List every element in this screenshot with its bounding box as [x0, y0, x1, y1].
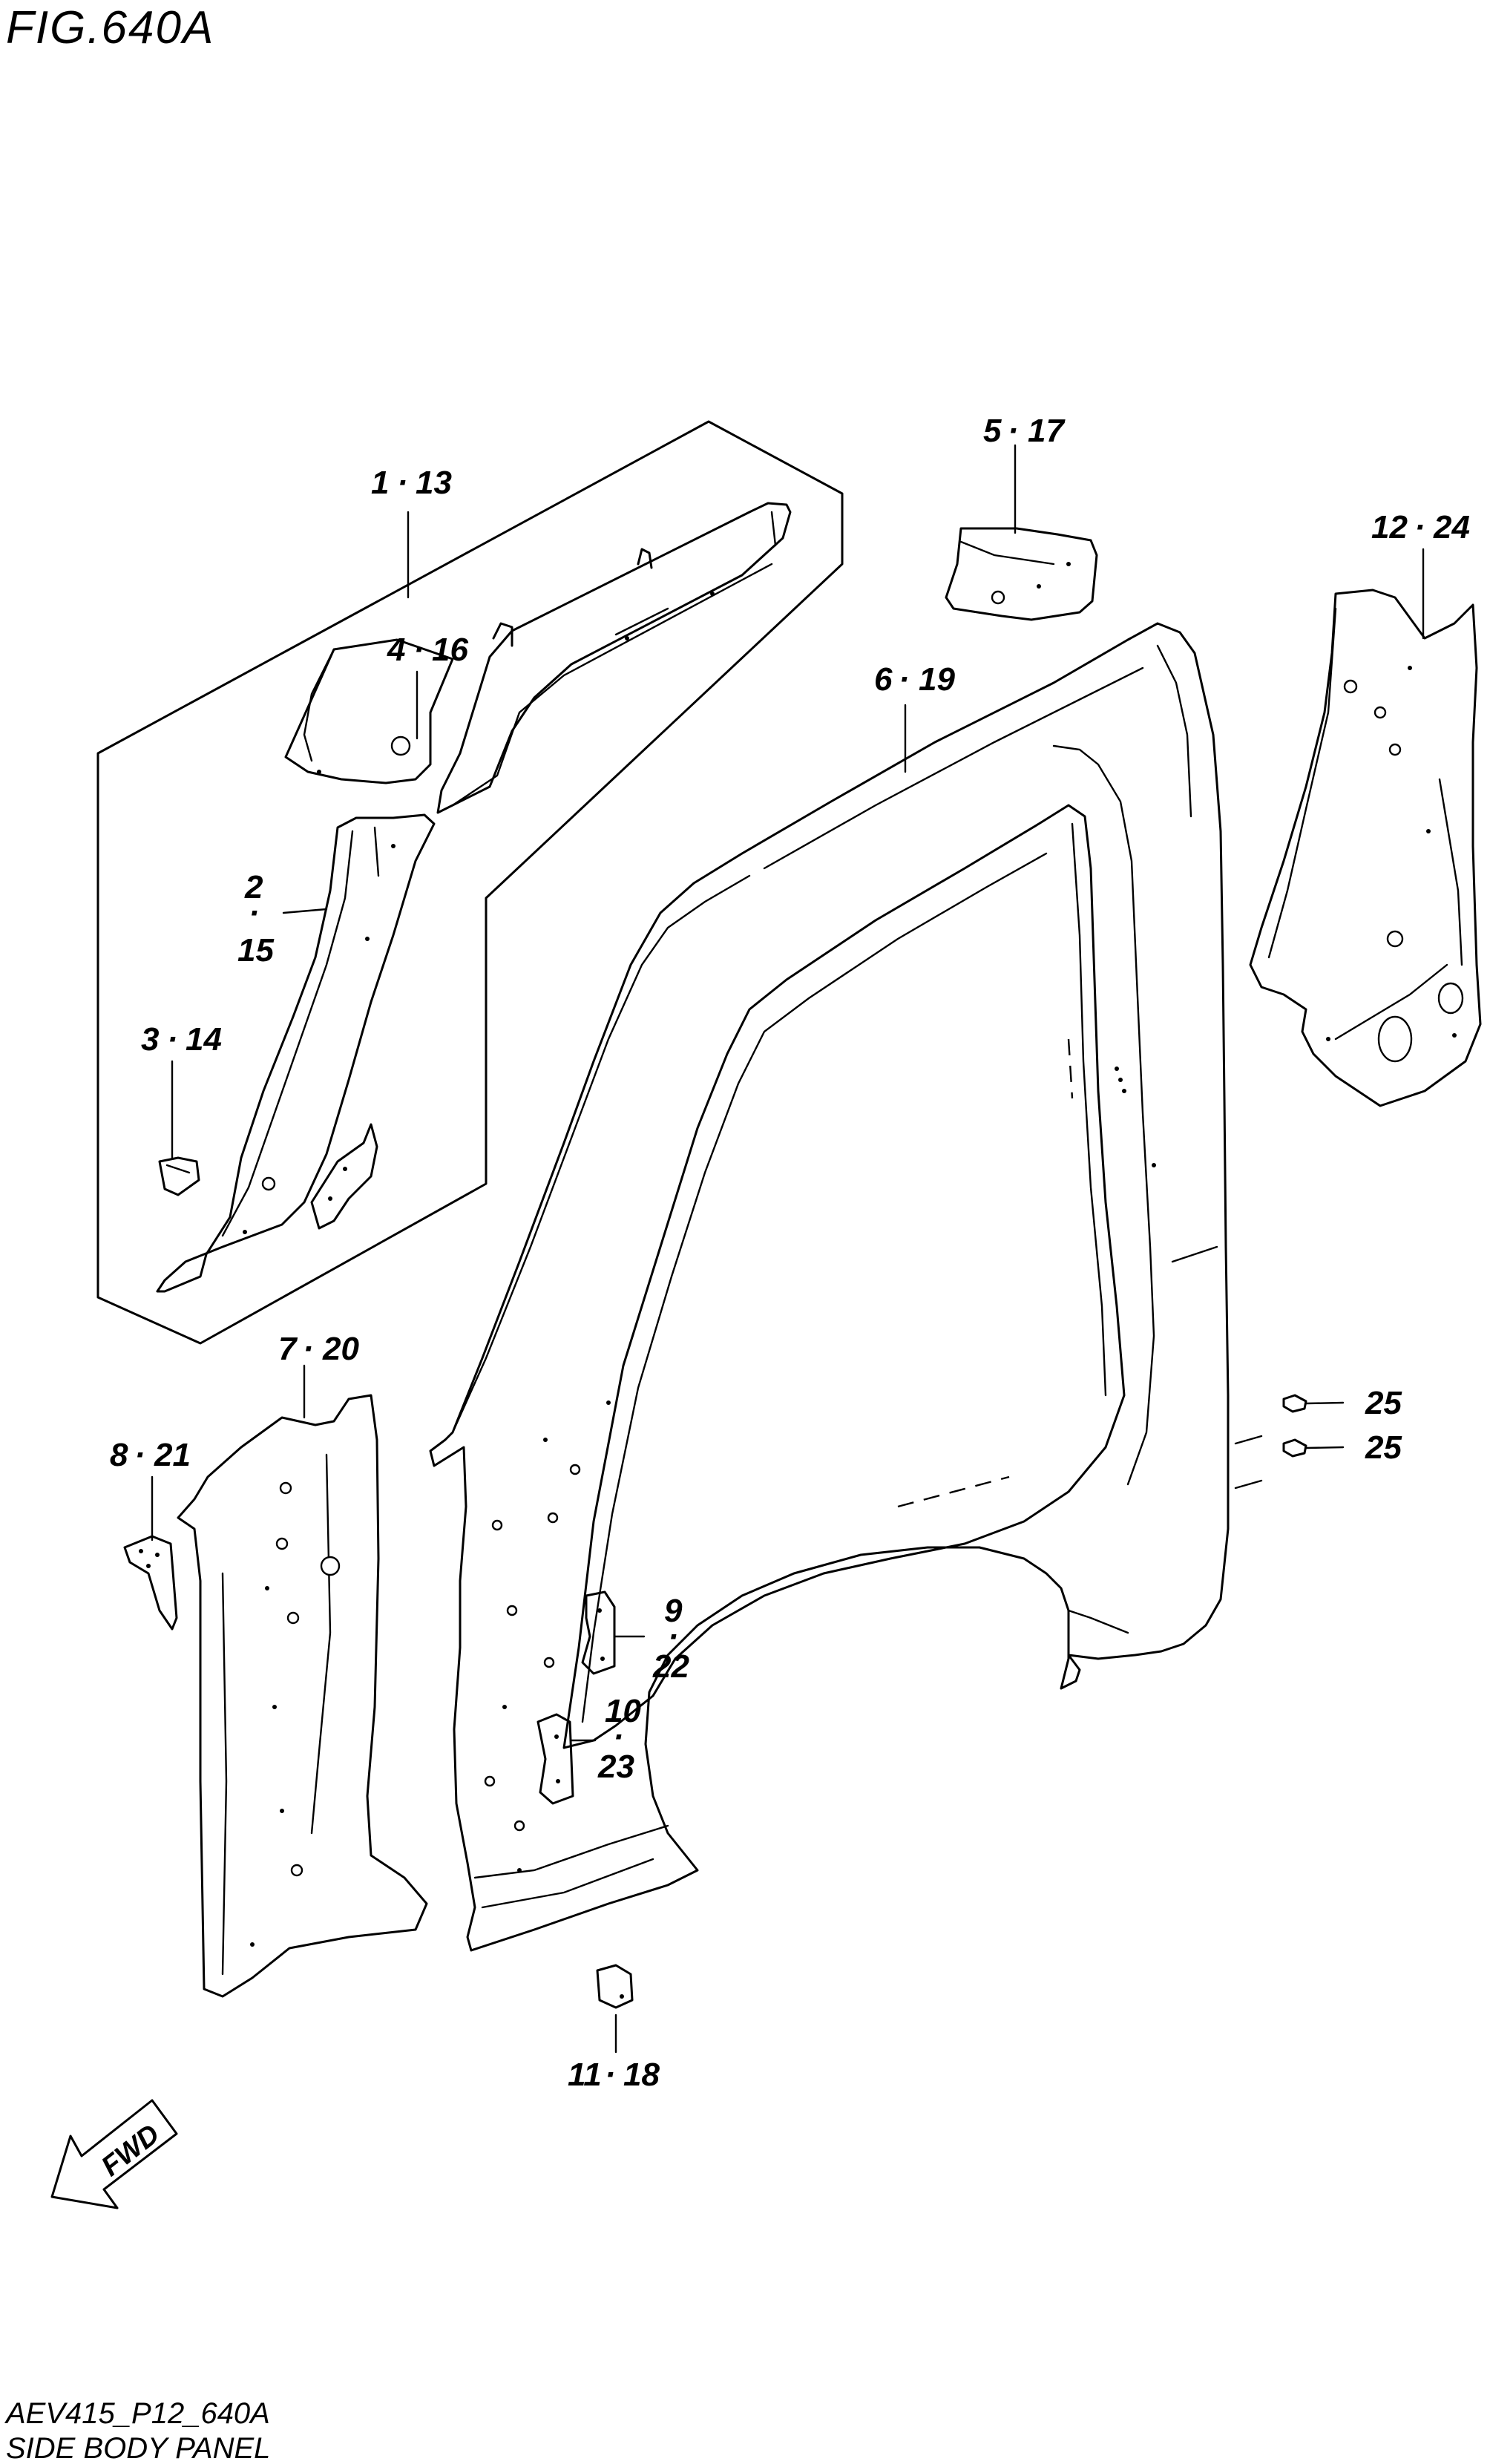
part-upper-bracket[interactable]: [945, 527, 1098, 621]
svg-text:10: 10: [605, 1693, 641, 1729]
svg-text:14: 14: [186, 1021, 222, 1058]
svg-text:22: 22: [652, 1648, 689, 1685]
part-front-pillar-upper[interactable]: [156, 813, 436, 1293]
svg-text:·: ·: [303, 1331, 314, 1367]
svg-text:5: 5: [983, 413, 1002, 449]
callout-11-18: 11 · 18: [568, 2057, 660, 2093]
svg-text:9: 9: [664, 1593, 683, 1629]
svg-text:6: 6: [874, 661, 893, 698]
svg-text:25: 25: [1365, 1429, 1402, 1466]
svg-text:·: ·: [668, 1619, 679, 1655]
bolt-25-upper[interactable]: [1282, 1394, 1345, 1413]
svg-text:·: ·: [899, 661, 910, 698]
svg-text:23: 23: [597, 1749, 634, 1785]
svg-text:24: 24: [1433, 509, 1470, 545]
callout-25-upper: 25: [1365, 1385, 1402, 1421]
svg-text:16: 16: [432, 632, 468, 668]
svg-text:21: 21: [154, 1437, 191, 1473]
fwd-label: FWD: [96, 2118, 165, 2182]
callout-6-19: 6 · 19: [874, 661, 955, 698]
svg-text:·: ·: [413, 632, 424, 668]
figure-title: FIG.640A: [6, 2, 214, 53]
diagram-code: AEV415_P12_640A: [4, 2397, 270, 2430]
callout-2-15: 2 · 15: [237, 869, 274, 969]
svg-text:·: ·: [134, 1437, 145, 1473]
callout-7-20: 7 · 20: [278, 1331, 359, 1367]
svg-text:·: ·: [613, 1719, 624, 1755]
callout-9-22: 9 · 22: [652, 1593, 689, 1685]
svg-text:17: 17: [1028, 413, 1066, 449]
svg-text:15: 15: [237, 932, 274, 969]
svg-text:·: ·: [1414, 509, 1425, 545]
part-small-clip[interactable]: [158, 1156, 200, 1196]
callout-5-17: 5 · 17: [983, 413, 1066, 449]
leader-lines: [151, 444, 1425, 2054]
part-pillar-lower-bracket[interactable]: [310, 1123, 378, 1230]
callout-1-13: 1 · 13: [371, 465, 452, 501]
svg-text:7: 7: [278, 1331, 298, 1367]
callout-8-21: 8 · 21: [110, 1437, 191, 1473]
callout-25-lower: 25: [1365, 1429, 1402, 1466]
part-bracket-9[interactable]: [581, 1590, 616, 1675]
svg-text:18: 18: [623, 2057, 660, 2093]
part-corner-gusset[interactable]: [284, 638, 454, 784]
svg-text:4: 4: [387, 632, 405, 668]
part-cap-11[interactable]: [596, 1964, 634, 2009]
svg-text:12: 12: [1371, 509, 1408, 545]
svg-text:·: ·: [249, 895, 260, 931]
part-front-inner-panel[interactable]: [177, 1394, 428, 1998]
fwd-arrow-icon: FWD: [50, 2099, 178, 2209]
svg-text:·: ·: [1008, 413, 1019, 449]
svg-text:·: ·: [397, 465, 408, 501]
svg-text:2: 2: [244, 869, 263, 905]
svg-text:·: ·: [605, 2057, 616, 2093]
part-bracket-8[interactable]: [123, 1535, 178, 1631]
part-side-body-outer[interactable]: [429, 622, 1230, 1952]
callout-4-16: 4 · 16: [387, 632, 468, 668]
svg-text:19: 19: [919, 661, 955, 698]
svg-text:1: 1: [371, 465, 389, 501]
callout-10-23: 10 · 23: [597, 1693, 641, 1785]
part-bracket-10[interactable]: [536, 1713, 574, 1805]
svg-text:25: 25: [1365, 1385, 1402, 1421]
part-rear-inner-panel[interactable]: [1249, 589, 1482, 1107]
callout-12-24: 12 · 24: [1371, 509, 1470, 545]
svg-text:11: 11: [568, 2057, 602, 2093]
svg-text:20: 20: [322, 1331, 359, 1367]
section-title: SIDE BODY PANEL: [6, 2432, 270, 2464]
svg-text:13: 13: [416, 465, 452, 501]
svg-text:3: 3: [141, 1021, 159, 1058]
svg-text:·: ·: [167, 1021, 178, 1058]
callout-3-14: 3 · 14: [141, 1021, 222, 1058]
assembly-group-frame: [96, 420, 844, 1345]
bolt-25-lower[interactable]: [1282, 1438, 1345, 1458]
part-roof-side-rail[interactable]: [436, 502, 792, 814]
svg-text:8: 8: [110, 1437, 128, 1473]
